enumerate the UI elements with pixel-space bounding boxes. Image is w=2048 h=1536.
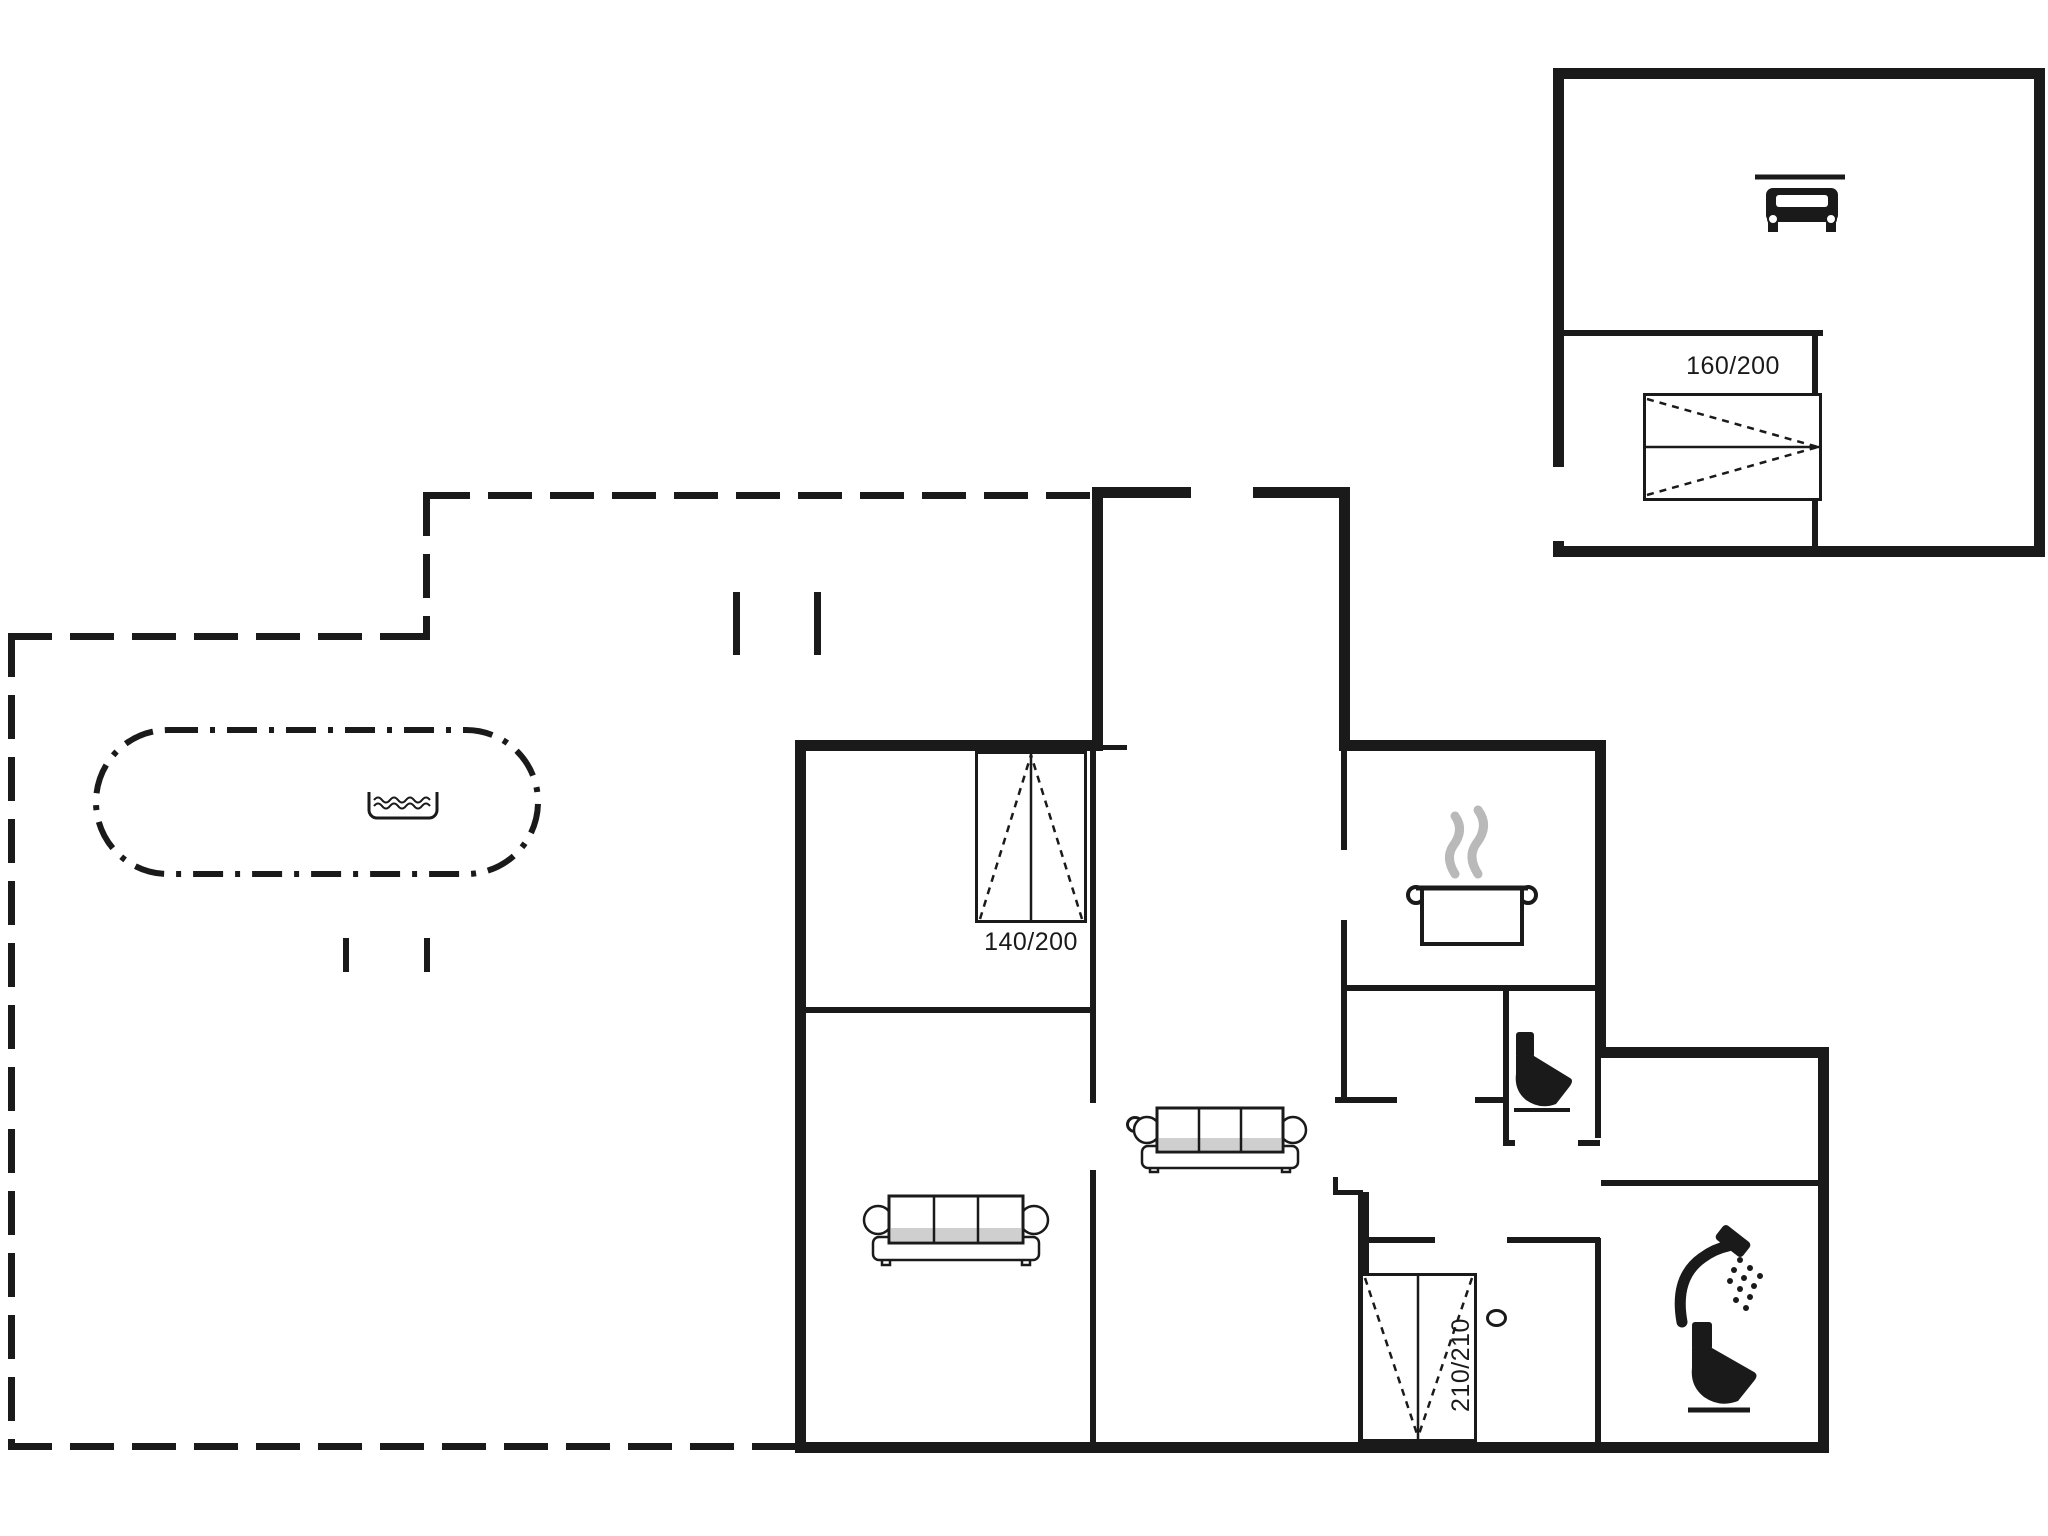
terrace-post (814, 592, 821, 655)
wall-entry-south-stub (1095, 745, 1127, 750)
wall-bathroom-west (1595, 1238, 1601, 1442)
toilet-icon (1514, 1032, 1572, 1112)
terrace-post (733, 592, 740, 655)
double-bed-icon (1643, 393, 1822, 501)
annex-bedroom-wall-north (1553, 330, 1823, 336)
annex-wall-top (1553, 68, 2045, 79)
wall-kitchen-south (1341, 985, 1600, 991)
wall-bath-annex-top (1595, 1047, 1829, 1058)
wall-wc-south-right (1578, 1140, 1600, 1146)
terrace-boundary-upper-left (423, 492, 430, 640)
wall-hall-south-right (1475, 1097, 1506, 1103)
bed-size-label: 160/200 (1686, 352, 1780, 380)
wall-wc-west (1503, 985, 1509, 1145)
bed-size-label: 140/200 (984, 928, 1078, 956)
wall-exterior-right (1595, 740, 1606, 1058)
wall-mid-west-upper (1090, 751, 1096, 1103)
wall-kitchen-west-upper (1341, 751, 1347, 850)
wall-exterior-top-mid (1339, 740, 1606, 751)
double-bed-icon (1360, 1273, 1477, 1442)
wall-entry-top-right (1253, 487, 1350, 498)
sofa-icon (1132, 1106, 1308, 1174)
double-bed-icon (975, 751, 1087, 923)
spa-water-icon (367, 792, 439, 820)
wall-entry-east (1339, 487, 1350, 751)
car-icon (1755, 174, 1845, 232)
wall-bedroom2-north-left (1358, 1237, 1435, 1243)
annex-wall-bottom (1553, 546, 2045, 557)
wall-corridor-step-h (1333, 1190, 1363, 1195)
wall-kitchen-west-lower (1341, 920, 1347, 1100)
bed-size-label: 210/210 (1447, 1318, 1475, 1412)
wall-bath-annex-right (1818, 1047, 1829, 1453)
wall-exterior-left (795, 740, 806, 1453)
wall-exterior-bottom (795, 1442, 1829, 1453)
wall-bedroom2-north-right (1507, 1237, 1600, 1243)
annex-wall-left-upper (1553, 68, 1564, 467)
terrace-boundary-left (8, 633, 15, 1450)
wall-mid-west-lower (1090, 1170, 1096, 1442)
wall-entry-west (1092, 487, 1103, 751)
wall-exterior-top-left (795, 740, 1102, 751)
terrace-boundary-bottom (8, 1443, 798, 1450)
wall-corridor-step-v (1333, 1177, 1338, 1195)
wall-entry-top-left (1092, 487, 1191, 498)
wall-hall-south-left (1335, 1097, 1397, 1103)
wall-bathroom-divider (1601, 1180, 1818, 1186)
wall-bedroom1-south (800, 1007, 1093, 1013)
toilet-icon (1688, 1322, 1757, 1413)
terrace-post (424, 938, 430, 972)
wall-wc-east (1595, 1058, 1601, 1138)
terrace-post (343, 938, 349, 972)
sofa-icon (862, 1194, 1050, 1267)
terrace-boundary-mid (8, 633, 430, 640)
annex-wall-right (2034, 68, 2045, 557)
terrace-boundary-top (426, 492, 1097, 499)
door-knob (1486, 1309, 1507, 1327)
shower-icon (1674, 1225, 1763, 1328)
outdoor-spa-outline (93, 727, 541, 877)
wall-wc-south-left (1503, 1140, 1515, 1146)
cooking-pot-icon (1406, 805, 1538, 946)
